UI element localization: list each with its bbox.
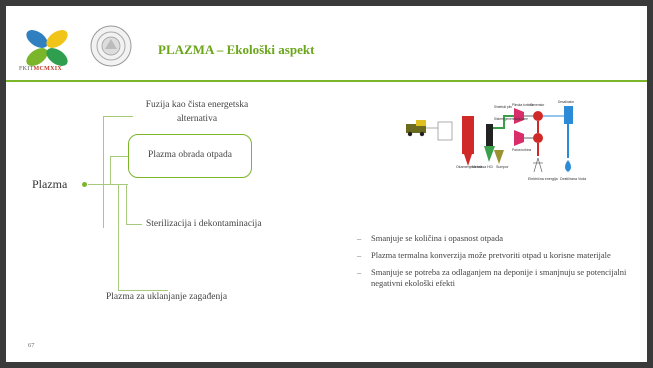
steam-turbine-icon	[514, 130, 524, 146]
plasma-furnace	[462, 116, 474, 154]
water-drop-icon	[565, 160, 571, 172]
label-generator: Generator	[530, 103, 545, 107]
label-water: Destilirana Voda	[560, 177, 586, 181]
label-desalinator: Desalinator	[558, 100, 575, 104]
bullet-list: –Smanjuje se količina i opasnost otpada …	[357, 233, 627, 295]
connector-line	[110, 156, 128, 157]
mindmap-node-sterilization: Sterilizacija i dekontaminacija	[146, 219, 262, 229]
transmission-tower-icon	[533, 157, 543, 173]
list-item: –Smanjuje se količina i opasnost otpada	[357, 233, 503, 243]
list-item: –Plazma termalna konverzija može pretvor…	[357, 250, 611, 260]
connector-line	[103, 116, 104, 228]
mindmap-node-waste: Plazma obrada otpada	[148, 150, 232, 160]
logo-text: FKITMCMXIX	[19, 66, 63, 72]
plasma-process-diagram: Okamenjena masa Metali HCl Sumpor Elektr…	[406, 100, 586, 181]
hcl-arrow	[484, 146, 495, 162]
fkit-logo-icon	[26, 30, 68, 66]
connector-line	[126, 224, 142, 225]
mindmap-node-pollution: Plazma za uklanjanje zagađenja	[106, 292, 228, 302]
generator-icon	[533, 111, 543, 121]
truck-icon	[406, 120, 426, 137]
connector-line	[110, 156, 111, 184]
label-hcl: HCl	[487, 165, 493, 169]
connector-line	[126, 184, 127, 224]
slide: FKITMCMXIX PLAZMA – Ekološki aspekt Plaz…	[6, 6, 647, 362]
label-hrsg: Sistem generiranja pare	[494, 117, 528, 121]
connector-line	[103, 116, 133, 117]
feed-hopper	[437, 121, 453, 141]
university-seal-icon	[90, 25, 132, 67]
label-sulfur: Sumpor	[496, 165, 509, 169]
label-slag: Okamenjena masa	[456, 165, 486, 169]
label-electric: Električna energija	[528, 177, 558, 181]
label-gas-turbine: Plinska turbina	[512, 103, 533, 107]
mindmap-root: Plazma	[32, 177, 68, 191]
label-syngas: Sintetski plin	[494, 105, 512, 109]
generator-icon	[533, 133, 543, 143]
desalinator-unit	[564, 106, 573, 124]
mindmap-root-dot	[82, 182, 87, 187]
connector-line	[118, 184, 119, 290]
sulfur-arrow	[494, 150, 504, 164]
title-divider	[6, 80, 647, 82]
gas-cleanup-unit	[486, 124, 493, 146]
connector-line	[88, 184, 128, 185]
mindmap-node-highlight-box	[128, 134, 252, 178]
list-item: –Smanjuje se potreba za odlaganjem na de…	[357, 267, 627, 288]
label-steam-turbine: Parna turbina	[512, 148, 531, 152]
label-metal: Metali	[472, 165, 482, 169]
connector-line	[118, 290, 168, 291]
gas-turbine-icon	[514, 108, 524, 124]
page-number: 67	[28, 342, 35, 349]
mindmap-node-fusion: Fuzija kao čista energetska alternativa	[145, 100, 249, 124]
page-title: PLAZMA – Ekološki aspekt	[158, 42, 315, 57]
metal-arrow	[464, 154, 472, 166]
